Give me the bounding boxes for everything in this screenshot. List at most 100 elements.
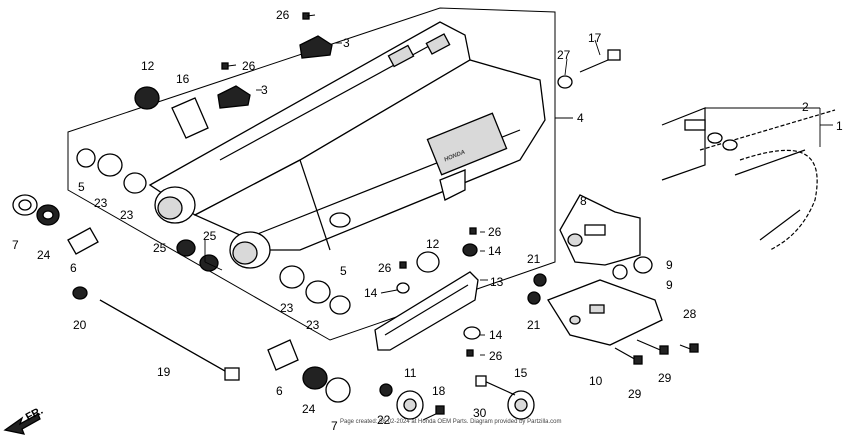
callout-18: 18 — [432, 384, 446, 398]
bolt-26-d — [399, 261, 407, 269]
callout-21: 21 — [527, 318, 541, 332]
callout-14: 14 — [489, 328, 503, 342]
rubber-14-b — [396, 282, 410, 294]
callout-21: 21 — [527, 252, 541, 266]
bearing-24-left — [36, 204, 60, 226]
bolt-30 — [475, 375, 516, 396]
callout-11: 11 — [404, 366, 417, 380]
callout-23: 23 — [280, 301, 294, 315]
callout-23: 23 — [306, 318, 320, 332]
callout-12: 12 — [141, 59, 155, 73]
roller-11 — [396, 390, 424, 420]
swingarm: HONDA — [148, 21, 546, 251]
nut-21-b — [527, 291, 541, 305]
callout-25: 25 — [153, 241, 167, 255]
bearing-23-a — [97, 153, 123, 177]
cap-5-right — [329, 295, 351, 315]
callout-6: 6 — [276, 384, 283, 398]
callout-17: 17 — [588, 31, 602, 45]
callout-9: 9 — [666, 278, 673, 292]
callout-9: 9 — [666, 258, 673, 272]
callout-7: 7 — [12, 238, 19, 252]
callout-14: 14 — [488, 244, 502, 258]
nut-27 — [557, 75, 573, 89]
chain-slider — [374, 271, 479, 351]
callout-26: 26 — [378, 261, 392, 275]
callout-3: 3 — [343, 36, 350, 50]
callout-14: 14 — [364, 286, 378, 300]
nut-21-a — [533, 273, 547, 287]
direction-label: FR. — [24, 405, 45, 424]
bearing-23-d — [305, 280, 331, 304]
callout-1: 1 — [836, 119, 843, 133]
seal-7-left — [12, 194, 38, 216]
callout-26: 26 — [489, 349, 503, 363]
collar-6-left — [67, 227, 99, 255]
callout-13: 13 — [490, 275, 504, 289]
callout-2: 2 — [802, 100, 809, 114]
bolt-26-b — [221, 62, 229, 70]
callout-4: 4 — [577, 111, 584, 125]
callout-28: 28 — [683, 307, 697, 321]
callout-20: 20 — [73, 318, 87, 332]
seal-25-b — [199, 254, 219, 272]
callout-10: 10 — [589, 374, 603, 388]
roller-15 — [507, 390, 535, 420]
bolt-17 — [579, 49, 621, 73]
bushing-12-top — [134, 86, 160, 110]
callout-15: 15 — [514, 366, 528, 380]
callout-6: 6 — [70, 261, 77, 275]
callout-labels: 26 3 12 16 26 3 27 17 4 2 1 5 23 23 7 24… — [12, 8, 843, 433]
drive-chain — [661, 107, 836, 251]
callout-24: 24 — [302, 402, 316, 416]
seal-25-a — [176, 239, 196, 257]
bearing-23-b — [123, 172, 147, 194]
callout-26: 26 — [276, 8, 290, 22]
callout-26: 26 — [488, 225, 502, 239]
callout-30: 30 — [473, 406, 487, 420]
nut-22 — [379, 383, 393, 397]
bolt-18 — [422, 405, 445, 421]
callout-23: 23 — [120, 208, 134, 222]
callout-22: 22 — [377, 413, 391, 427]
bolt-26-c — [469, 227, 477, 235]
seal-7-right — [325, 377, 351, 403]
collar-6-right — [267, 339, 299, 371]
chain-guide — [559, 194, 641, 266]
bolt-29-a — [636, 339, 669, 355]
chain-guide-plate — [547, 279, 663, 346]
callout-25: 25 — [203, 229, 217, 243]
cap-5-left — [76, 148, 96, 168]
bushing-12-mid — [416, 251, 440, 273]
pivot-boss-right — [229, 231, 271, 269]
rubber-14-c — [463, 326, 481, 340]
bearing-23-c — [279, 265, 305, 289]
footer-caption: Page created: 08-02-2024 at Honda OEM Pa… — [340, 419, 561, 425]
callout-26: 26 — [242, 59, 256, 73]
callout-3: 3 — [261, 83, 268, 97]
nut-20 — [72, 286, 88, 300]
callout-24: 24 — [37, 248, 51, 262]
bolt-29-b — [614, 347, 643, 365]
bearing-24-right — [302, 366, 328, 390]
callout-5: 5 — [340, 264, 347, 278]
callout-8: 8 — [580, 194, 587, 208]
callout-5: 5 — [78, 180, 85, 194]
pivot-axle-19 — [99, 299, 240, 381]
bolt-28 — [679, 343, 699, 353]
collar-16 — [171, 97, 209, 139]
callout-29: 29 — [628, 387, 642, 401]
callout-7: 7 — [331, 419, 338, 433]
rubber-14-a — [462, 243, 478, 257]
callout-23: 23 — [94, 196, 108, 210]
leader-lines — [204, 14, 833, 356]
callout-27: 27 — [557, 48, 571, 62]
pivot-boss-left — [154, 186, 196, 224]
callout-16: 16 — [176, 72, 190, 86]
collar-9-b — [612, 264, 628, 280]
callout-12: 12 — [426, 237, 440, 251]
callout-29: 29 — [658, 371, 672, 385]
bolt-26-e — [466, 349, 474, 357]
